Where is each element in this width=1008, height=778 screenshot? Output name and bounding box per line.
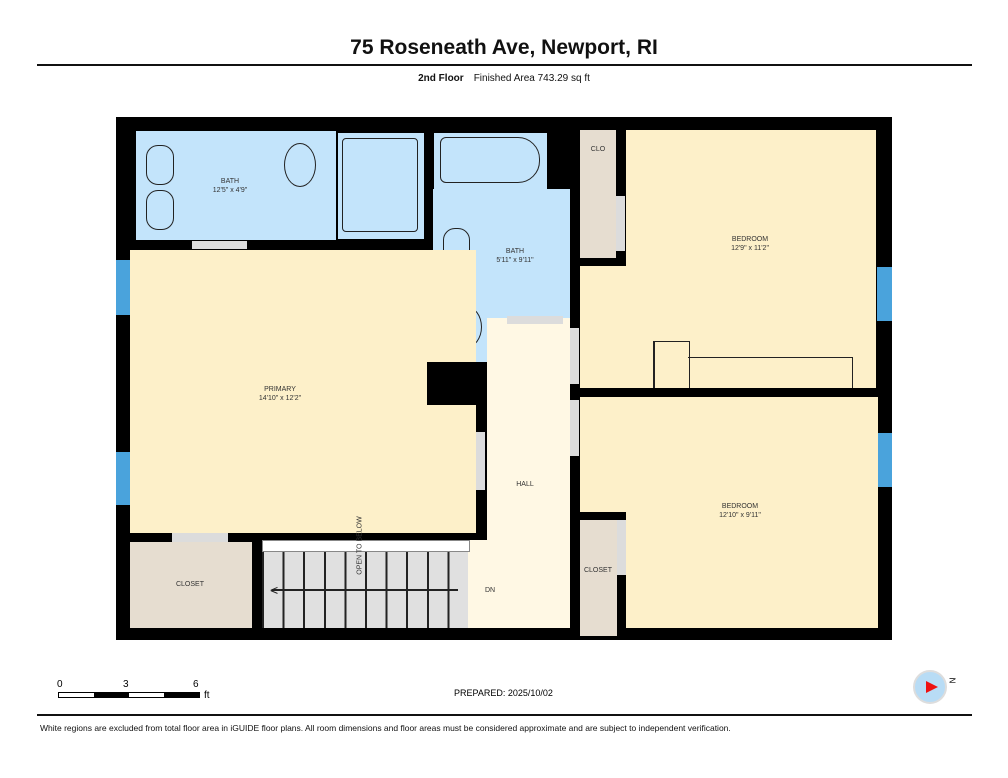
label-hall: HALL [516,481,534,488]
room-dims: 12'10" x 9'11" [719,512,761,519]
label-closet-right: CLOSET [583,567,612,574]
open-to-below [262,540,470,552]
window [116,260,130,315]
floor-name: 2nd Floor [418,73,464,84]
room-name: BATH [505,248,525,255]
room-name: BATH [220,178,240,185]
sink-icon [146,190,174,230]
hall-landing [468,540,488,628]
doorway [172,533,228,542]
page-title: 75 Roseneath Ave, Newport, RI [350,36,658,59]
room-clo [580,130,616,258]
doorway [192,241,247,249]
doorway [570,328,579,384]
room-name: BEDROOM [731,236,769,243]
room-dims: 12'5" x 4'9" [212,187,248,194]
wall-notch [427,362,487,405]
window [878,433,892,487]
label-open-to-below: OPEN TO BELOW [356,516,364,575]
label-clo: CLO [590,146,606,153]
compass-icon [913,670,947,704]
label-bedroom-1: BEDROOM 12'9" x 11'2" [710,235,790,253]
scale-tick-0: 0 [57,679,63,690]
label-bath-hall: BATH 5'11" x 9'11" [480,247,550,265]
disclaimer: White regions are excluded from total fl… [40,723,731,733]
room-primary [130,250,476,533]
label-bath-primary: BATH 12'5" x 4'9" [190,177,270,195]
room-hall [487,318,570,628]
shower [338,133,424,239]
doorway [507,316,563,324]
doorway [570,400,579,456]
stair-arrow-icon [272,589,458,591]
room-dims: 12'9" x 11'2" [731,245,769,252]
scale-tick-6: 6 [193,679,199,690]
compass-north-label: N [947,677,957,684]
window [116,452,130,505]
window [877,267,892,321]
doorway [476,432,485,490]
header-divider [37,64,972,66]
doorway [616,196,625,251]
room-bedroom-2 [580,397,878,628]
doorway [617,520,626,575]
tub-area [434,133,547,191]
sink-icon [146,145,174,185]
scale-tick-3: 3 [123,679,129,690]
desk [653,341,853,388]
footer-divider [37,714,972,716]
room-dims: 14'10" x 12'2" [258,395,302,402]
finished-area: Finished Area 743.29 sq ft [473,73,590,84]
room-name: BEDROOM [721,503,759,510]
stair-arrow-head: < [270,582,279,598]
room-bedroom-1-lower [580,266,630,388]
room-bedroom-1 [626,130,876,388]
toilet-icon [284,143,316,187]
room-dims: 5'11" x 9'11" [496,257,534,264]
label-primary: PRIMARY 14'10" x 12'2" [240,385,320,403]
label-closet-left: CLOSET [175,581,204,588]
scale-bar [58,692,200,698]
room-name: PRIMARY [264,386,296,393]
prepared-date: PREPARED: 2025/10/02 [454,688,553,698]
label-dn: DN [484,587,496,594]
room-closet-left [130,542,252,628]
floor-info: 2nd Floor Finished Area 743.29 sq ft [0,73,1008,84]
label-bedroom-2: BEDROOM 12'10" x 9'11" [700,502,780,520]
scale-unit: ft [204,690,210,701]
